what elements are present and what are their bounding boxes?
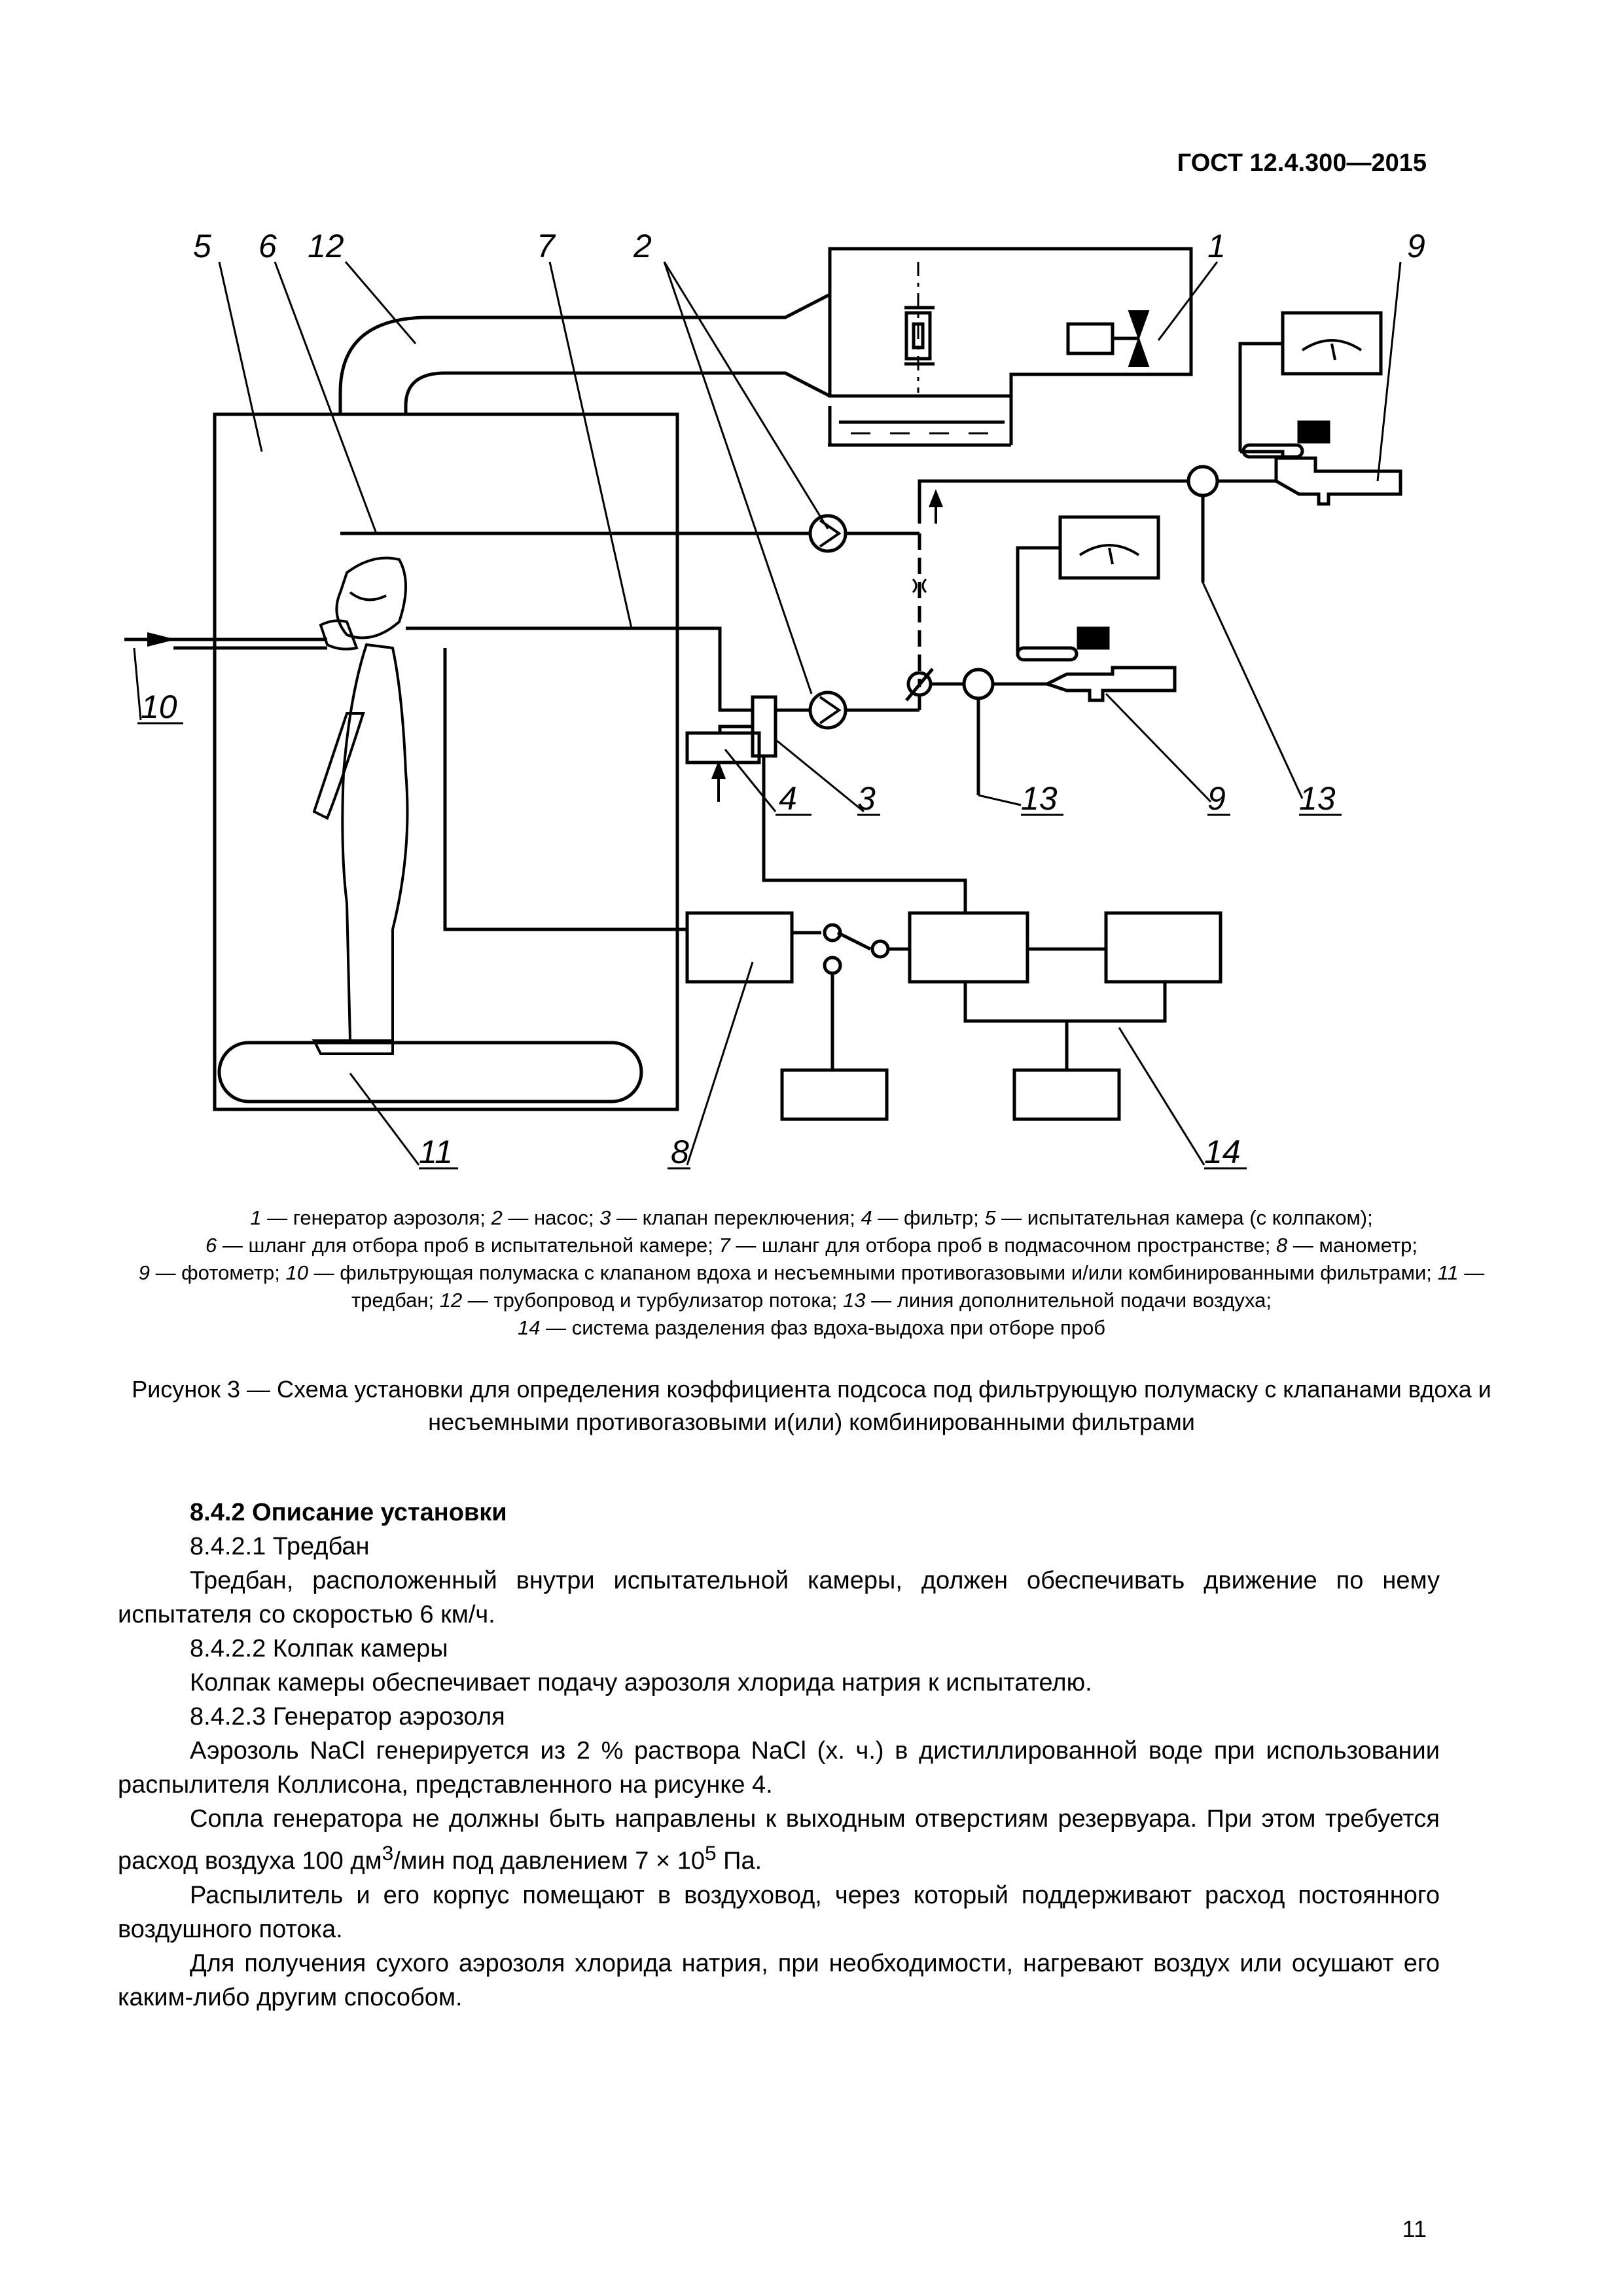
legend-num: 1 bbox=[250, 1206, 262, 1229]
legend-num: 9 bbox=[138, 1261, 150, 1284]
label-13-left: 13 bbox=[1021, 780, 1058, 817]
legend-text: — клапан переключения; bbox=[611, 1206, 861, 1229]
treadmill bbox=[217, 1041, 643, 1103]
legend-num: 14 bbox=[517, 1316, 541, 1339]
legend-text: — манометр; bbox=[1287, 1234, 1418, 1257]
legend-text: — генератор аэрозоля; bbox=[261, 1206, 491, 1229]
block-output-2 bbox=[1012, 1068, 1121, 1121]
legend-text: — фильтр; bbox=[872, 1206, 985, 1229]
figure-caption: Рисунок 3 — Схема установки для определе… bbox=[132, 1376, 1491, 1435]
legend-num: 11 bbox=[1437, 1261, 1459, 1284]
paragraph-generator-4: Для получения сухого аэрозоля хлорида на… bbox=[118, 1949, 1440, 2011]
legend-num: 12 bbox=[439, 1289, 463, 1312]
photometer-lower bbox=[1058, 515, 1160, 580]
label-3: 3 bbox=[857, 780, 876, 817]
superscript: 5 bbox=[704, 1841, 717, 1865]
label-8: 8 bbox=[671, 1134, 689, 1170]
section-title: 8.4.2 Описание установки bbox=[190, 1499, 507, 1526]
block-output-1 bbox=[780, 1068, 889, 1121]
legend-text: — тредбан; bbox=[351, 1261, 1485, 1312]
legend-text: — насос; bbox=[502, 1206, 600, 1229]
legend-num: 3 bbox=[599, 1206, 611, 1229]
superscript: 3 bbox=[382, 1841, 394, 1865]
label-14: 14 bbox=[1204, 1134, 1241, 1170]
paragraph-hood: Колпак камеры обеспечивает подачу аэрозо… bbox=[190, 1669, 1092, 1696]
figure-3-diagram: 5 6 12 7 2 1 9 10 4 3 13 9 13 11 8 14 bbox=[124, 228, 1425, 1170]
legend-num: 4 bbox=[861, 1206, 872, 1229]
legend-num: 7 bbox=[719, 1234, 730, 1257]
document-code: ГОСТ 12.4.300—2015 bbox=[1177, 149, 1427, 177]
legend-text: — система разделения фаз вдоха-выдоха пр… bbox=[540, 1316, 1106, 1339]
paragraph-treadmill: Тредбан, расположенный внутри испытатель… bbox=[118, 1567, 1440, 1628]
legend-text: — линия дополнительной подачи воздуха; bbox=[865, 1289, 1272, 1312]
label-1: 1 bbox=[1207, 228, 1226, 264]
label-7: 7 bbox=[537, 228, 556, 264]
legend-text: — шланг для отбора проб в подмасочном пр… bbox=[730, 1234, 1277, 1257]
text-run: Сопла генератора не должны быть направле… bbox=[118, 1805, 1440, 1875]
label-9-lower: 9 bbox=[1207, 780, 1226, 817]
junction-top bbox=[1186, 465, 1219, 497]
switching-valve bbox=[751, 695, 777, 758]
text-run: Па. bbox=[716, 1847, 762, 1875]
text-run: /мин под давлением 7 × 10 bbox=[393, 1847, 705, 1875]
label-12: 12 bbox=[308, 228, 344, 264]
label-10: 10 bbox=[141, 689, 177, 725]
paragraph-generator-1: Аэрозоль NaCl генерируется из 2 % раство… bbox=[118, 1737, 1440, 1799]
figure-legend: 1 — генератор аэрозоля; 2 — насос; 3 — к… bbox=[118, 1204, 1505, 1342]
paragraph-generator-2: Сопла генератора не должны быть направле… bbox=[118, 1802, 1440, 1878]
label-6: 6 bbox=[259, 228, 277, 264]
legend-text: — трубопровод и турбулизатор потока; bbox=[462, 1289, 844, 1312]
subsection-title-hood: 8.4.2.2 Колпак камеры bbox=[190, 1635, 448, 1662]
legend-num: 2 bbox=[491, 1206, 503, 1229]
label-5: 5 bbox=[193, 228, 211, 264]
label-11: 11 bbox=[419, 1134, 453, 1170]
manometer-8 bbox=[685, 911, 794, 984]
legend-text: — шланг для отбора проб в испытательной … bbox=[217, 1234, 719, 1257]
test-chamber bbox=[213, 412, 679, 1111]
legend-num: 8 bbox=[1276, 1234, 1288, 1257]
junction-lower bbox=[962, 668, 995, 700]
legend-num: 5 bbox=[984, 1206, 996, 1229]
section-8-4-2: 8.4.2 Описание установки 8.4.2.1 Тредбан… bbox=[118, 1496, 1440, 2015]
legend-text: — фотометр; bbox=[149, 1261, 286, 1284]
photometer-top bbox=[1281, 311, 1383, 376]
legend-num: 10 bbox=[285, 1261, 309, 1284]
legend-text: — испытательная камера (с колпаком); bbox=[995, 1206, 1373, 1229]
legend-num: 13 bbox=[843, 1289, 866, 1312]
subsection-title-treadmill: 8.4.2.1 Тредбан bbox=[190, 1533, 370, 1560]
block-phase-1 bbox=[908, 911, 1029, 984]
legend-num: 6 bbox=[205, 1234, 217, 1257]
label-4: 4 bbox=[779, 780, 797, 817]
label-9-top: 9 bbox=[1407, 228, 1425, 264]
label-2: 2 bbox=[633, 228, 652, 264]
label-13-right: 13 bbox=[1299, 780, 1336, 817]
test-person bbox=[312, 556, 409, 1055]
turbulizer-pipe bbox=[338, 249, 832, 414]
page-number: 11 bbox=[1402, 2215, 1427, 2242]
subsection-title-generator: 8.4.2.3 Генератор аэрозоля bbox=[190, 1703, 505, 1731]
aerosol-generator bbox=[828, 247, 1193, 398]
filter-4 bbox=[685, 731, 761, 764]
paragraph-generator-3: Распылитель и его корпус помещают в возд… bbox=[118, 1881, 1440, 1943]
block-phase-2 bbox=[1104, 911, 1222, 984]
legend-text: — фильтрующая полумаска с клапаном вдоха… bbox=[308, 1261, 1438, 1284]
